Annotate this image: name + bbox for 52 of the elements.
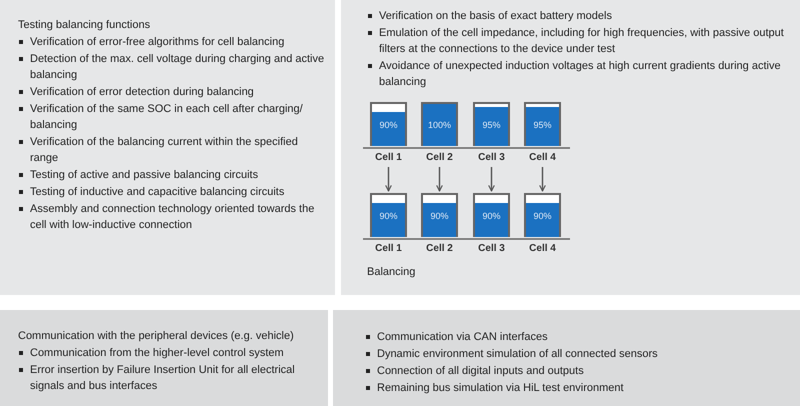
cell-label: Cell 4 (528, 243, 557, 255)
bullet-item: Testing of active and passive balancing circuits (18, 167, 327, 183)
text-panel (0, 0, 335, 295)
bullet-item: Verification of error-free algorithms for cell balancing (18, 34, 327, 50)
arrow (539, 167, 546, 192)
text-panel (333, 310, 800, 406)
charge-percentage: 95% (532, 120, 552, 130)
cell-label: Cell 3 (477, 152, 506, 164)
charge-percentage: 100% (426, 120, 452, 130)
bullet-item: Verification of the same SOC in each cell after charging/ balancing (18, 101, 327, 133)
battery-cell (524, 102, 561, 146)
battery-cell (473, 102, 510, 146)
cell-label: Cell 2 (425, 243, 454, 255)
diagram-caption: Balancing (367, 265, 416, 280)
arrow (488, 167, 495, 192)
charge-percentage: 90% (532, 211, 552, 221)
bullet-item: Communication from the higher-level control system (18, 345, 320, 361)
bullet-item: Remaining bus simulation via HiL test environment (365, 380, 788, 396)
bullet-item: Avoidance of unexpected induction voltages at high current gradients during active balancing (367, 58, 788, 90)
battery-cell (473, 193, 510, 237)
battery-cell (421, 102, 458, 146)
bullet-item: Error insertion by Failure Insertion Unit for all electrical signals and bus interfaces (18, 362, 320, 394)
battery-cell (524, 193, 561, 237)
text-panel (0, 310, 328, 406)
section-heading: Communication with the peripheral devices (e.g. vehicle) (18, 329, 295, 344)
bullet-item: Verification of error detection during balancing (18, 84, 327, 100)
cell-label: Cell 1 (374, 152, 403, 164)
bullet-item: Connection of all digital inputs and outputs (365, 363, 788, 379)
bullet-item: Assembly and connection technology oriented towards the cell with low-inductive connection (18, 201, 327, 233)
arrow (385, 167, 392, 192)
cell-label: Cell 1 (374, 243, 403, 255)
bullet-item: Verification on the basis of exact battery models (367, 8, 788, 24)
cell-label: Cell 3 (477, 243, 506, 255)
battery-cell (370, 193, 407, 237)
battery-cell (370, 102, 407, 146)
bullet-item: Dynamic environment simulation of all connected sensors (365, 346, 788, 362)
cell-label: Cell 4 (528, 152, 557, 164)
charge-percentage: 95% (481, 120, 502, 130)
bullet-item: Verification of the balancing current within the specified range (18, 134, 327, 166)
charge-percentage: 90% (481, 211, 502, 221)
text-panel (341, 0, 800, 295)
arrow (436, 167, 443, 192)
charge-percentage: 90% (429, 211, 450, 221)
charge-percentage: 90% (378, 211, 398, 221)
charge-percentage: 90% (378, 120, 398, 130)
bullet-item: Emulation of the cell impedance, including for high frequencies, with passive output filters at the connections to the device under test (367, 25, 788, 57)
battery-cell (421, 193, 458, 237)
bullet-item: Detection of the max. cell voltage during charging and active balancing (18, 51, 327, 83)
bullet-item: Communication via CAN interfaces (365, 329, 788, 345)
section-heading: Testing balancing functions (18, 18, 152, 33)
cell-label: Cell 2 (425, 152, 454, 164)
bullet-item: Testing of inductive and capacitive balancing circuits (18, 184, 327, 200)
